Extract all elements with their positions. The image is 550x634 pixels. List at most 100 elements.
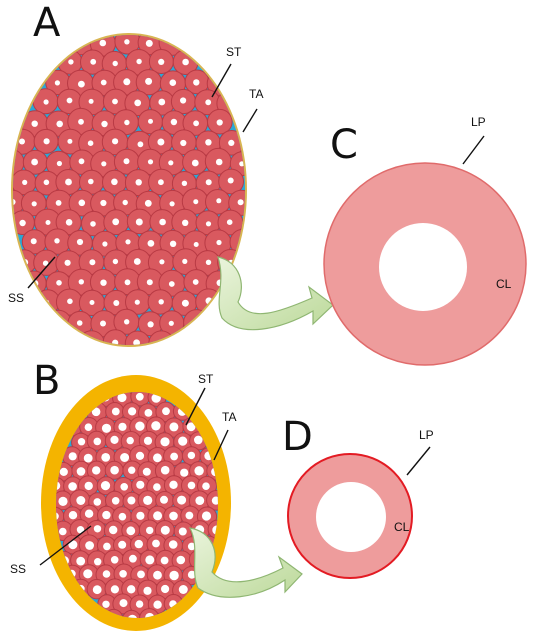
tubule-lumen	[102, 570, 111, 578]
tubule-lumen	[112, 138, 119, 145]
tubule-lumen	[158, 340, 166, 345]
tubule-lumen	[30, 238, 37, 245]
tubule-lumen	[127, 496, 136, 505]
tubule-lumen	[160, 525, 170, 535]
tubule-lumen	[169, 240, 177, 247]
panel-b-letter: B	[33, 358, 60, 404]
tubule-lumen	[237, 199, 244, 206]
tubule-lumen	[153, 453, 162, 463]
tubule-lumen	[91, 407, 101, 417]
tubule-lumen	[227, 177, 234, 184]
tubule-lumen	[194, 466, 204, 476]
tubule-lumen	[125, 239, 131, 245]
tubule-lumen	[88, 98, 94, 104]
tubule	[183, 309, 211, 337]
tubule-lumen	[31, 158, 38, 166]
tubule-lumen	[128, 466, 136, 474]
tubule-lumen	[76, 526, 85, 534]
tubule-lumen	[160, 465, 170, 475]
tubule-lumen	[88, 178, 94, 185]
tubule-lumen	[93, 525, 102, 533]
tubule-lumen	[193, 199, 199, 205]
panel-a-ta-pointer	[242, 108, 258, 133]
tubule-lumen	[64, 259, 71, 266]
panel-d-lp-label: LP	[419, 428, 434, 442]
tubule-lumen	[87, 140, 94, 146]
tubule-lumen	[157, 138, 165, 146]
tubule-lumen	[216, 198, 222, 204]
tubule-lumen	[68, 59, 74, 65]
panel-c-letter: C	[330, 122, 358, 168]
tubule-lumen	[102, 600, 110, 608]
tubule-lumen	[90, 58, 97, 65]
tubule-lumen	[148, 118, 153, 124]
tubule-lumen	[187, 542, 196, 551]
tubule-lumen	[158, 299, 164, 305]
panel-a-ss-pointer	[27, 256, 56, 289]
tubule-lumen	[55, 320, 61, 326]
tubule-lumen	[101, 453, 111, 462]
tubule-lumen	[56, 160, 63, 167]
tubule-lumen	[191, 159, 199, 167]
tubule-lumen	[201, 511, 212, 521]
tubule-lumen	[137, 141, 144, 148]
tubule-lumen	[135, 600, 144, 608]
tubule-lumen	[160, 437, 170, 447]
tubule-lumen	[181, 180, 188, 186]
tubule-lumen	[112, 218, 120, 226]
panel-c: C LP CL	[323, 115, 527, 366]
tubule-lumen	[111, 178, 118, 186]
tubule-lumen	[178, 436, 188, 446]
arrow-b-to-d	[188, 527, 303, 598]
tubule-lumen	[153, 570, 162, 580]
tubule-lumen	[110, 556, 119, 564]
tubule-lumen	[180, 139, 187, 147]
tubule-lumen	[228, 139, 235, 146]
tubule-lumen	[83, 453, 93, 463]
tubule-lumen	[147, 240, 155, 247]
tubule-lumen	[168, 320, 174, 326]
tubule-lumen	[127, 614, 138, 618]
tubule-lumen	[127, 585, 136, 594]
tubule-lumen	[146, 279, 153, 286]
tubule-lumen	[99, 39, 107, 47]
tubule-lumen	[117, 393, 127, 403]
tubule-lumen	[137, 570, 145, 579]
tubule-lumen	[68, 540, 78, 550]
tubule-lumen	[144, 199, 152, 207]
panel-c-lp-pointer	[462, 135, 485, 165]
tubule-lumen	[168, 160, 174, 166]
tubule-lumen	[176, 555, 186, 565]
panel-a-st-pointer	[211, 63, 232, 98]
tubule-lumen	[162, 407, 170, 416]
tubule-lumen	[85, 541, 94, 550]
tubule-lumen	[118, 540, 127, 549]
tubule-lumen	[110, 465, 119, 475]
tubule-lumen	[153, 483, 161, 491]
tubule-lumen	[135, 451, 145, 460]
tubule-lumen	[133, 258, 141, 265]
panel-d-letter: D	[282, 414, 313, 460]
tubule-lumen	[68, 482, 77, 491]
tubule-lumen	[119, 570, 127, 578]
tubule-lumen	[13, 199, 16, 205]
tubule-lumen	[124, 279, 131, 286]
panel-b-ta-label: TA	[222, 410, 236, 424]
tubule-lumen	[151, 421, 161, 431]
tubule-lumen	[68, 452, 77, 461]
tubule-lumen	[205, 179, 212, 186]
tubule-lumen	[169, 511, 178, 521]
tubule-lumen	[112, 98, 118, 105]
panel-c-lp-label: LP	[471, 115, 486, 129]
tubule-lumen	[123, 158, 130, 165]
tubule-lumen	[43, 138, 50, 145]
tubule-lumen	[161, 584, 170, 594]
tubule-lumen	[100, 199, 107, 207]
tubule-lumen	[83, 569, 93, 579]
tubule-lumen	[113, 300, 120, 306]
tubule-lumen	[169, 480, 178, 489]
tubule-lumen	[76, 238, 84, 246]
tubule-lumen	[78, 158, 85, 165]
tubule-lumen	[122, 199, 128, 206]
tubule-lumen	[66, 97, 73, 104]
